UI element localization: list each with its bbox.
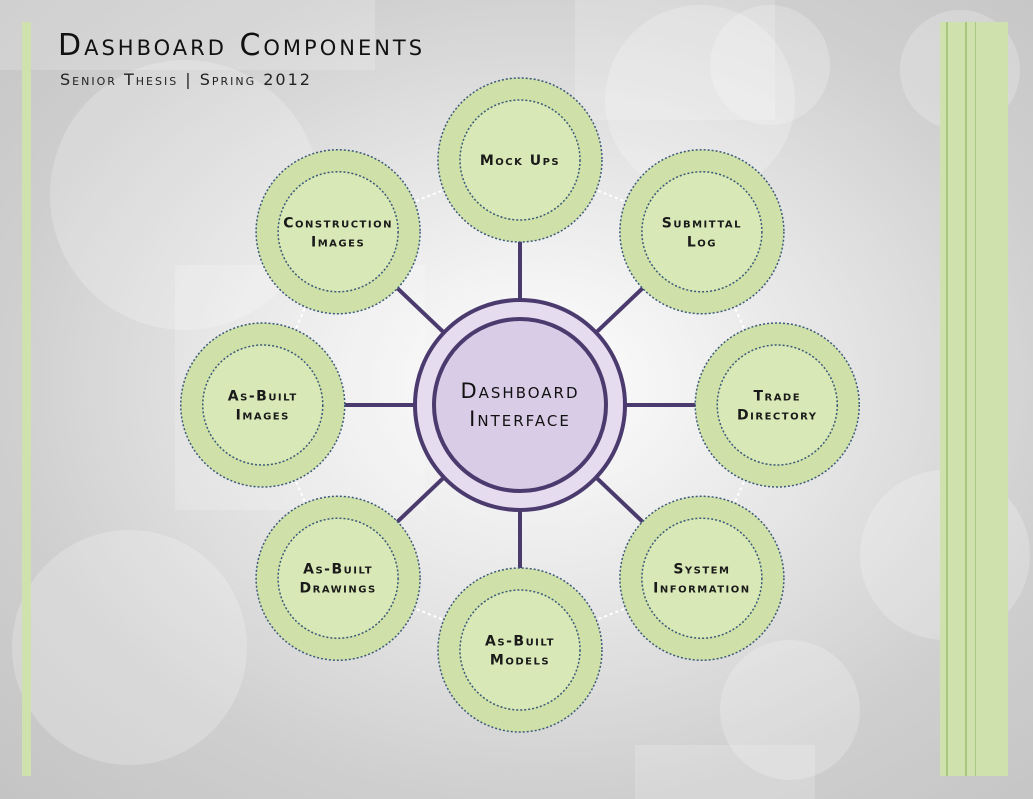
page-subtitle: Senior Thesis | Spring 2012 (60, 70, 312, 89)
node-inner-circle (277, 517, 399, 639)
hub-label-line-1: Dashboard (460, 379, 579, 403)
hub-label-line-2: Interface (469, 407, 571, 431)
node-inner-circle (641, 171, 763, 293)
node-inner-circle (641, 517, 763, 639)
node-label: System (673, 562, 730, 578)
left-accent-stripe (22, 22, 31, 776)
node-label: Log (687, 234, 717, 250)
page-title: Dashboard Components (58, 28, 426, 63)
node-label: Drawings (300, 581, 377, 597)
background-circle (710, 5, 830, 125)
node-label: As-Built (303, 562, 373, 578)
background-panel (0, 0, 375, 70)
node-inner-circle (277, 171, 399, 293)
right-stripe-line (965, 22, 967, 776)
component-nodes: Mock UpsSubmittalLogTradeDirectorySystem… (180, 77, 860, 733)
node-inner-circle (202, 344, 324, 466)
background-panel (635, 745, 815, 799)
node-label: Images (236, 408, 290, 424)
background-panel (575, 0, 775, 120)
node-label: Models (490, 653, 550, 669)
node-label: Trade (753, 389, 801, 405)
right-stripe-line (946, 22, 948, 776)
hub-inner-circle (432, 317, 608, 493)
node-mock-ups: Mock Ups (437, 77, 603, 243)
right-stripe-line (975, 22, 976, 776)
dashboard-interface-hub: Dashboard Interface (413, 298, 627, 512)
node-inner-circle (459, 99, 581, 221)
node-label: Mock Ups (480, 153, 560, 169)
node-label: Directory (737, 408, 817, 424)
node-label: Images (311, 234, 365, 250)
right-accent-stripe (940, 22, 1008, 776)
node-label: As-Built (485, 634, 555, 650)
node-label: Information (653, 581, 750, 597)
node-inner-circle (716, 344, 838, 466)
node-label: As-Built (228, 389, 298, 405)
node-label: Submittal (662, 215, 742, 231)
background-circle (12, 530, 247, 765)
background-circle (720, 640, 860, 780)
node-label: Construction (283, 215, 393, 231)
node-inner-circle (459, 589, 581, 711)
